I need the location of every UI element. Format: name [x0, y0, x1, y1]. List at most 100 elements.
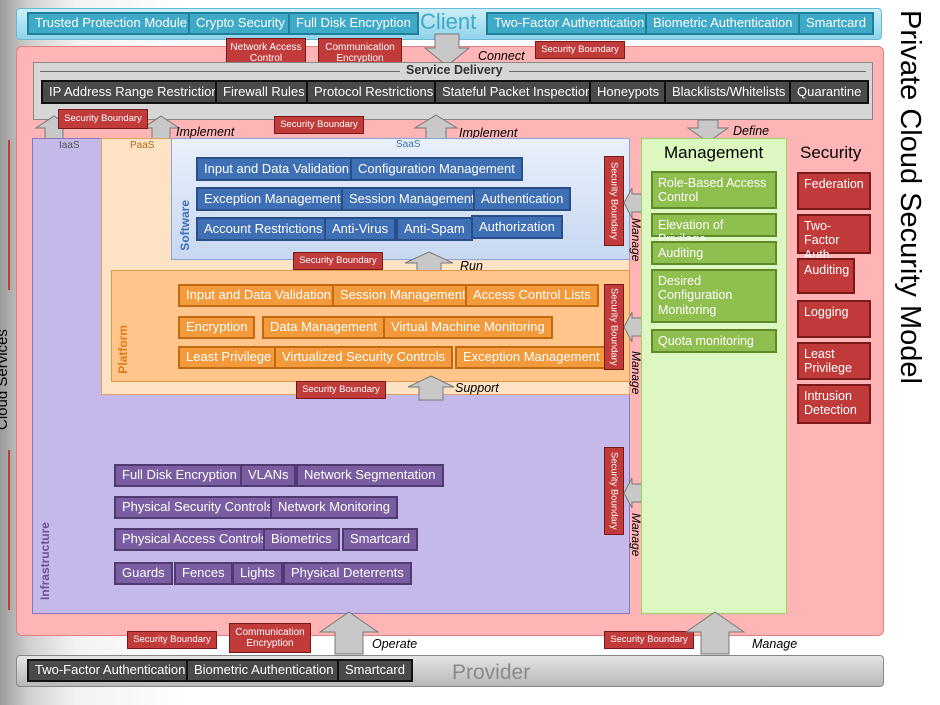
client-two-factor-authentication: Two-Factor Authentication	[486, 12, 653, 35]
sw-authentication: Authentication	[473, 187, 572, 211]
service-delivery-title: Service Delivery	[400, 63, 509, 77]
se-federation: Federation	[797, 172, 871, 210]
support-label: Support	[455, 381, 499, 395]
provider-smartcard: Smartcard	[337, 659, 413, 682]
define-label: Define	[733, 124, 770, 138]
sw-configuration-management: Configuration Management	[350, 157, 523, 181]
sw-input-and-data-validation: Input and Data Validation	[196, 157, 358, 181]
security-boundary-implement-mid: Security Boundary	[274, 116, 364, 134]
security-boundary-support: Security Boundary	[296, 381, 386, 399]
sw-anti-spam: Anti-Spam	[396, 217, 473, 241]
implement-label-left: Implement	[176, 125, 235, 139]
inf-physical-security-controls: Physical Security Controls	[114, 496, 281, 519]
model-title: Private Cloud Security Model	[894, 10, 926, 384]
cloud-services-label: Cloud Services	[0, 329, 11, 430]
inf-network-monitoring: Network Monitoring	[270, 496, 398, 519]
security-boundary-manage-bottom: Security Boundary	[604, 631, 694, 649]
sw-authorization: Authorization	[471, 215, 563, 239]
sd-protocol-restrictions: Protocol Restrictions	[306, 80, 442, 104]
sw-exception-management: Exception Management	[196, 187, 349, 211]
pl-virtual-machine-monitoring: Virtual Machine Monitoring	[383, 316, 553, 339]
manage-label-bottom: Manage	[752, 637, 798, 651]
implement-label-right: Implement	[459, 126, 518, 140]
se-auditing: Auditing	[797, 258, 855, 294]
se-least-privilege: Least Privilege	[797, 342, 871, 380]
platform-title: Platform	[116, 325, 130, 374]
mg-desired-configuration-monitoring: Desired Configuration Monitoring	[651, 269, 777, 323]
security-boundary-platform: Security Boundary	[604, 284, 624, 370]
cloud-services-side-label	[8, 140, 12, 610]
sd-blacklists-whitelists: Blacklists/Whitelists	[664, 80, 794, 104]
security-boundary-infrastructure: Security Boundary	[604, 447, 624, 535]
sw-anti-virus: Anti-Virus	[324, 217, 397, 241]
inf-fences: Fences	[174, 562, 233, 585]
client-trusted-protection-module: Trusted Protection Module	[27, 12, 195, 35]
infrastructure-title: Infrastructure	[38, 522, 52, 601]
sd-quarantine: Quarantine	[789, 80, 870, 104]
operate-label: Operate	[372, 637, 418, 651]
pl-input-and-data-validation: Input and Data Validation	[178, 284, 340, 307]
client-biometric-authentication: Biometric Authentication	[645, 12, 801, 35]
sd-stateful-packet-inspection: Stateful Packet Inspection	[434, 80, 601, 104]
mg-quota-monitoring: Quota monitoring	[651, 329, 777, 353]
mg-auditing: Auditing	[651, 241, 777, 265]
pl-access-control-lists: Access Control Lists	[465, 284, 599, 307]
inf-physical-access-controls: Physical Access Controls	[114, 528, 276, 551]
se-logging: Logging	[797, 300, 871, 338]
mg-role-based-access-control: Role-Based Access Control	[651, 171, 777, 209]
client-title: Client	[420, 9, 477, 34]
mg-elevation-of-privilege: Elevation of Privilege	[651, 213, 777, 246]
pl-exception-management: Exception Management	[455, 346, 608, 369]
saas-label: SaaS	[396, 139, 421, 150]
manage-label-software: Manage	[629, 218, 643, 262]
provider-two-factor-authentication: Two-Factor Authentication	[27, 659, 194, 682]
support-arrow-icon	[407, 375, 455, 401]
inf-full-disk-encryption: Full Disk Encryption	[114, 464, 245, 487]
sd-honeypots: Honeypots	[589, 80, 668, 104]
provider-biometric-authentication: Biometric Authentication	[186, 659, 342, 682]
manage-arrow-software-icon	[623, 187, 643, 219]
run-label: Run	[460, 259, 483, 273]
inf-guards: Guards	[114, 562, 173, 585]
manage-label-infrastructure: Manage	[629, 513, 643, 557]
connect-arrow-icon	[423, 33, 471, 67]
pl-virtualized-security-controls: Virtualized Security Controls	[274, 346, 454, 369]
inf-biometrics: Biometrics	[263, 528, 340, 551]
sd-firewall-rules: Firewall Rules	[215, 80, 313, 104]
security-boundary-run: Security Boundary	[293, 252, 383, 270]
inf-smartcard: Smartcard	[342, 528, 418, 551]
communication-encryption-bottom-tag: Communication Encryption	[229, 623, 311, 653]
manage-arrow-bottom-icon	[684, 611, 746, 655]
se-intrusion-detection: Intrusion Detection	[797, 384, 871, 424]
sw-session-management: Session Management	[341, 187, 483, 211]
security-boundary-software: Security Boundary	[604, 156, 624, 246]
security-boundary-connect: Security Boundary	[535, 41, 625, 59]
client-smartcard: Smartcard	[798, 12, 874, 35]
paas-label: PaaS	[127, 140, 158, 151]
manage-arrow-infrastructure-icon	[623, 477, 643, 509]
inf-lights: Lights	[232, 562, 283, 585]
security-boundary-operate: Security Boundary	[127, 631, 217, 649]
operate-arrow-icon	[318, 611, 380, 655]
security-title: Security	[800, 143, 862, 162]
iaas-label: IaaS	[56, 140, 83, 151]
client-crypto-security: Crypto Security	[188, 12, 293, 35]
security-boundary-implement-left: Security Boundary	[58, 109, 148, 129]
inf-physical-deterrents: Physical Deterrents	[283, 562, 412, 585]
sw-account-restrictions: Account Restrictions	[196, 217, 331, 241]
pl-data-management: Data Management	[262, 316, 385, 339]
connect-label: Connect	[478, 49, 525, 63]
pl-session-management: Session Management	[332, 284, 474, 307]
client-full-disk-encryption: Full Disk Encryption	[288, 12, 419, 35]
manage-arrow-platform-icon	[623, 311, 643, 343]
se-two-factor-auth: Two-Factor Auth	[797, 214, 871, 262]
pl-least-privilege: Least Privilege	[178, 346, 280, 369]
management-panel	[641, 138, 787, 614]
sd-ip-address-range-restrictions: IP Address Range Restrictions	[41, 80, 234, 104]
define-arrow-icon	[686, 119, 730, 143]
inf-network-segmentation: Network Segmentation	[296, 464, 444, 487]
provider-title: Provider	[452, 661, 531, 684]
pl-encryption: Encryption	[178, 316, 256, 339]
inf-vlans: VLANs	[240, 464, 297, 487]
management-title: Management	[664, 143, 764, 162]
